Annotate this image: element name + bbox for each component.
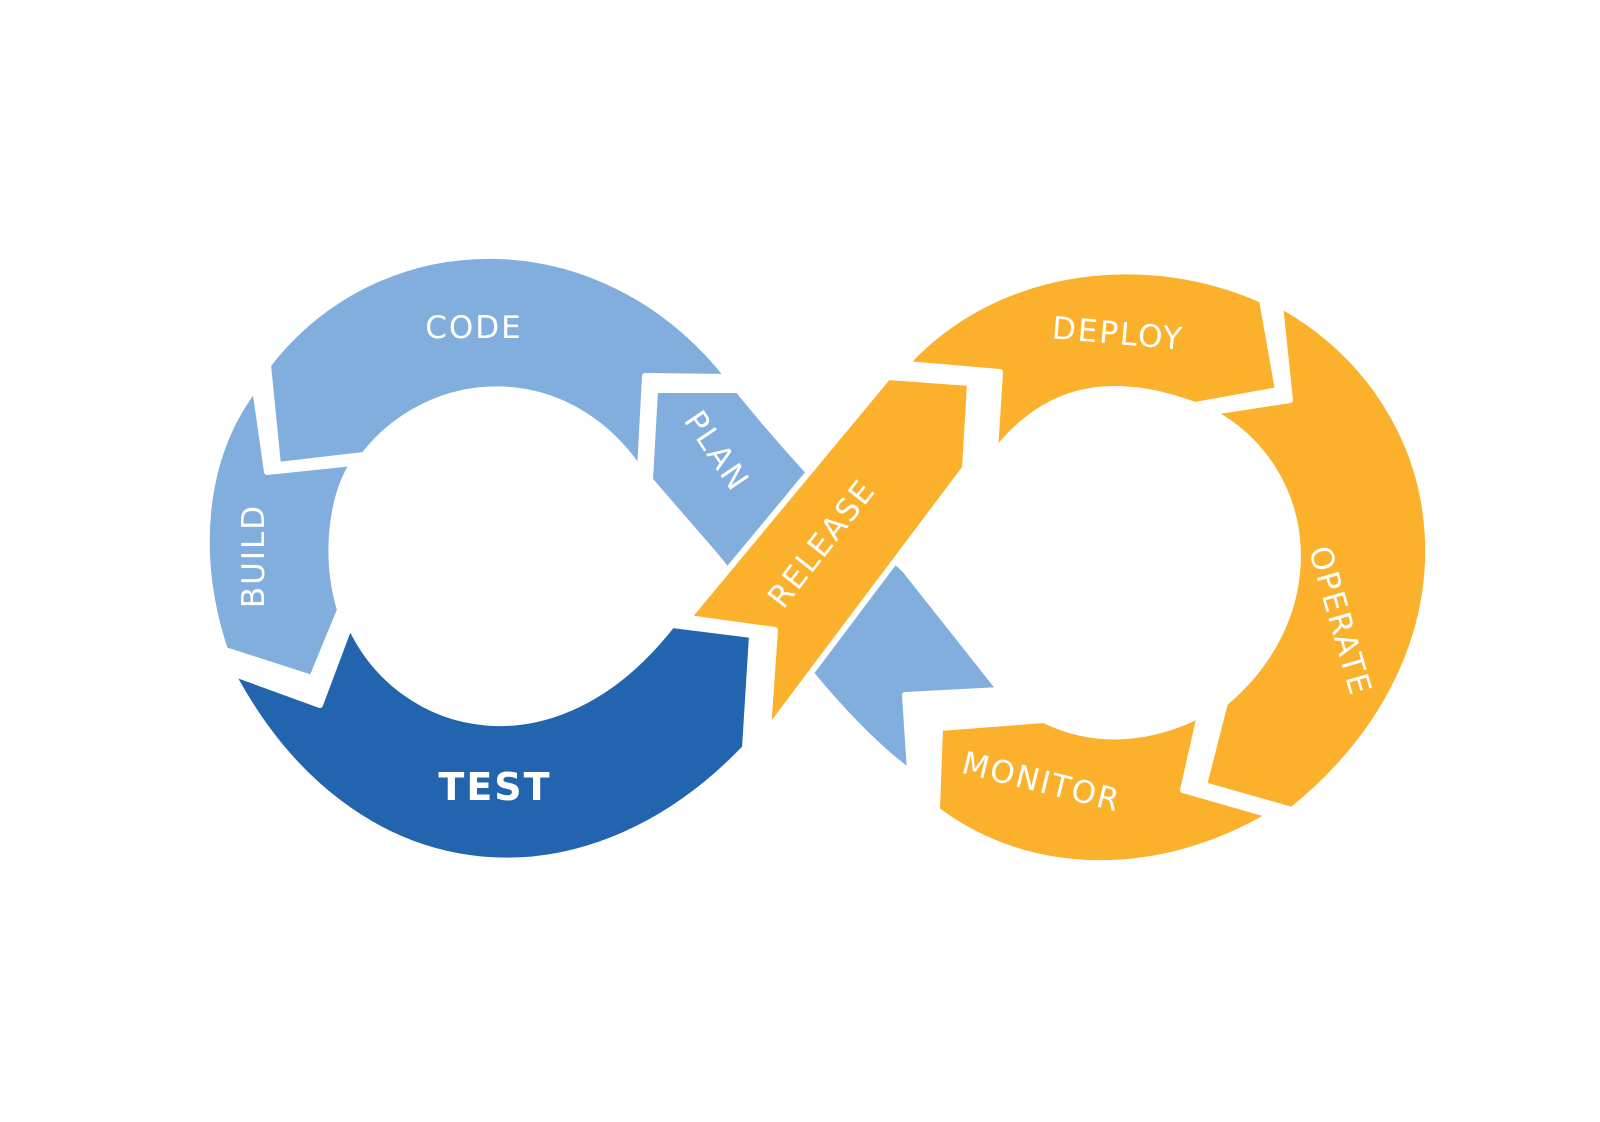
segment-monitor xyxy=(934,712,1273,867)
segment-code xyxy=(265,252,731,473)
label-test: TEST xyxy=(438,765,551,809)
segment-deploy xyxy=(903,268,1281,455)
label-build: BUILD xyxy=(236,504,272,608)
label-code: CODE xyxy=(425,310,523,346)
segment-test xyxy=(229,622,755,864)
segment-release xyxy=(685,374,973,733)
segment-operate xyxy=(1201,302,1432,813)
segment-build xyxy=(203,385,356,681)
